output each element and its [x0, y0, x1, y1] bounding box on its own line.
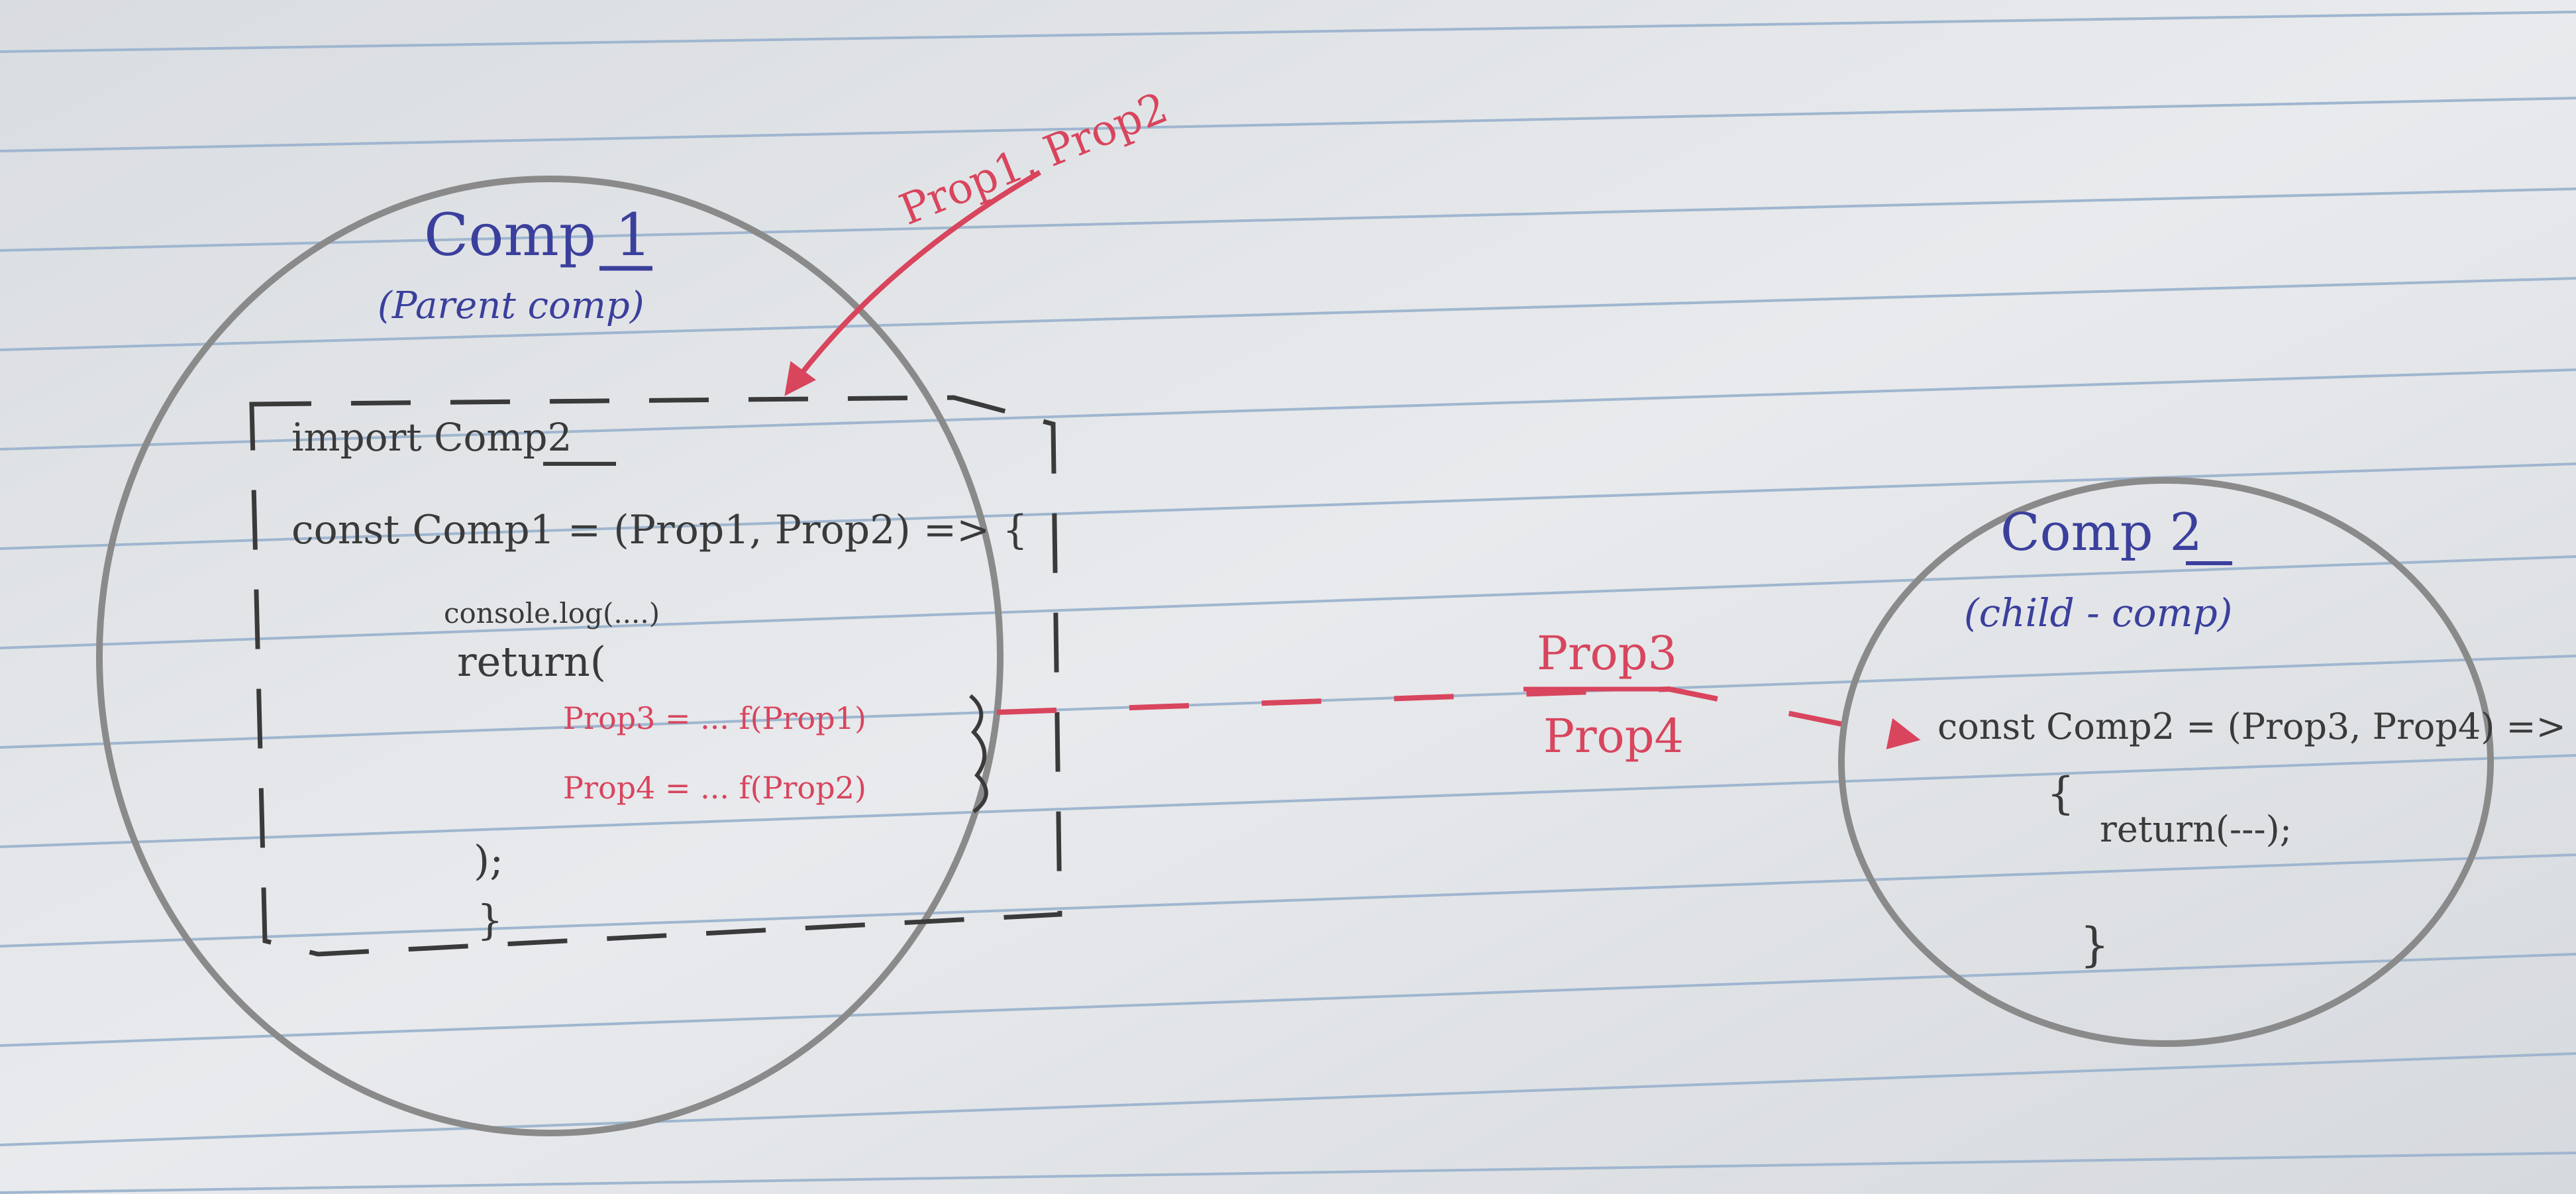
parent-title: Comp 1	[424, 201, 652, 269]
code-console-line: console.log(....)	[444, 597, 660, 629]
code-close-brace: }	[477, 896, 503, 944]
connector-label-prop4: Prop4	[1543, 709, 1684, 763]
props-input-arrow	[784, 170, 1042, 396]
parent-component-circle	[96, 176, 1004, 1136]
code-const-line: const Comp1 = (Prop1, Prop2) => {	[291, 507, 1028, 553]
code-import-line: import Comp2	[291, 415, 572, 460]
parent-code-box	[249, 395, 1062, 957]
code-close-paren: );	[474, 836, 503, 885]
parent-to-child-connector	[996, 686, 1921, 749]
code-prop3-line: Prop3 = ... f(Prop1)	[563, 700, 866, 736]
connector-label-prop3: Prop3	[1537, 626, 1677, 680]
child-title: Comp 2	[2000, 503, 2202, 563]
code-prop4-line: Prop4 = ... f(Prop2)	[563, 770, 866, 806]
ruled-lines	[0, 11, 2576, 1194]
child-code-return-line: return(---);	[2100, 808, 2292, 850]
code-return-line: return(	[457, 637, 606, 686]
child-code-open-brace: {	[2047, 768, 2075, 819]
child-code-close-brace: }	[2080, 918, 2110, 972]
props-bracket	[969, 694, 988, 814]
child-code-const-line: const Comp2 = (Prop3, Prop4) =>	[1937, 706, 2566, 747]
parent-subtitle: (Parent comp)	[378, 284, 644, 327]
child-component-circle	[1838, 477, 2494, 1047]
child-subtitle: (child - comp)	[1964, 590, 2232, 635]
